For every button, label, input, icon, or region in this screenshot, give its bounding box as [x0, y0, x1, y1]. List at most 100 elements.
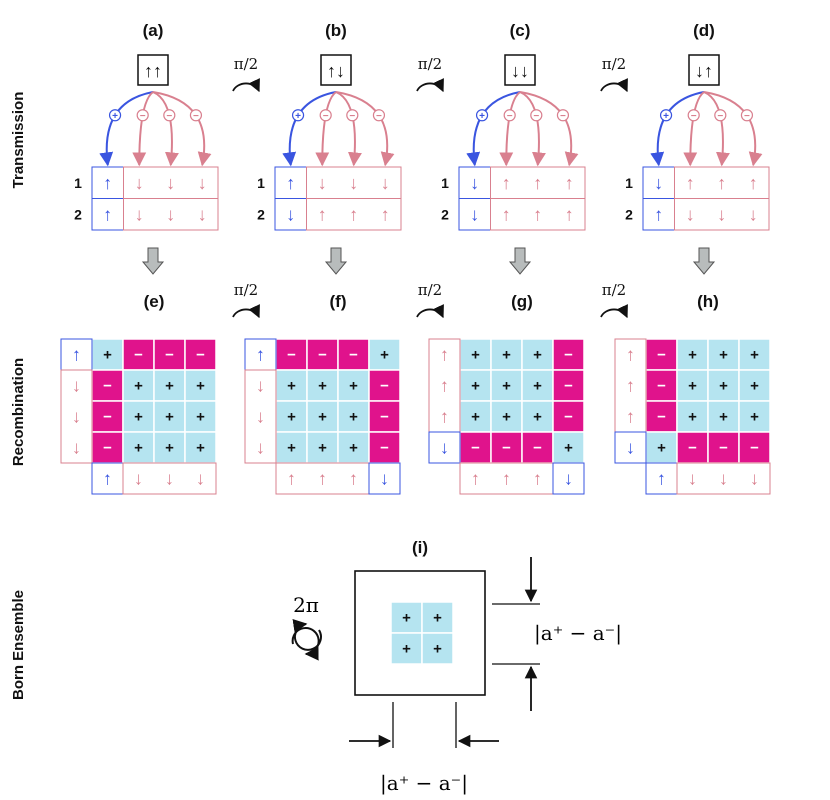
- plus-cell: [676, 369, 709, 402]
- minus-cell: [490, 431, 523, 464]
- rotation-label: π/2: [418, 55, 442, 73]
- row-number-2: 2: [74, 207, 82, 223]
- svg-text:−: −: [193, 111, 199, 122]
- plus-cell: [153, 431, 186, 464]
- row-number-2: 2: [257, 207, 265, 223]
- plus-sign: +: [688, 378, 697, 395]
- minus-cell: [552, 369, 585, 402]
- down-arrow-icon: ↓: [198, 205, 207, 225]
- minus-sign: −: [719, 440, 728, 457]
- minus-sign: −: [134, 347, 143, 364]
- plus-sign: +: [318, 440, 327, 457]
- minus-sign-icon: [687, 109, 700, 122]
- up-arrow-icon: ↑: [349, 205, 358, 225]
- spin-box-label: ↓↑: [695, 61, 713, 81]
- rotation-recombination-1: π/2: [416, 281, 444, 319]
- minus-sign: −: [657, 347, 666, 364]
- rotation-arrow-icon: [232, 78, 260, 93]
- bottom-source-cell: [552, 462, 585, 495]
- up-arrow-icon: ↑: [256, 345, 265, 365]
- up-arrow-icon: ↑: [381, 205, 390, 225]
- row-number-2: 2: [625, 207, 633, 223]
- row-number-1: 1: [257, 175, 265, 191]
- plus-sign: +: [349, 378, 358, 395]
- up-arrow-icon: ↑: [440, 407, 449, 427]
- plus-sign: +: [433, 641, 442, 658]
- down-arrow-icon: ↓: [256, 407, 265, 427]
- rotation-transmission-2: π/2: [600, 55, 628, 93]
- down-arrow-icon: ↓: [135, 205, 144, 225]
- recombination-panel-h: (h)−+++−+++−++++−−−↑↑↑↓↑↓↓↓: [614, 292, 771, 495]
- plus-sign: +: [564, 440, 573, 457]
- up-arrow-icon: ↑: [103, 469, 112, 489]
- up-arrow-icon: ↑: [654, 205, 663, 225]
- up-arrow-icon: ↑: [626, 407, 635, 427]
- plus-cell: [390, 601, 423, 634]
- minus-sign: −: [196, 347, 205, 364]
- plus-sign: +: [287, 440, 296, 457]
- minus-sign-icon: [530, 109, 543, 122]
- rotation-arrow-icon: [600, 304, 628, 319]
- recombination-panel-g: (g)+++−+++−+++−−−−+↑↑↑↓↑↑↑↓: [428, 292, 585, 495]
- plus-sign: +: [688, 409, 697, 426]
- down-arrow-icon: ↓: [717, 205, 726, 225]
- plus-sign: +: [287, 409, 296, 426]
- minus-sign: −: [103, 440, 112, 457]
- down-arrow-icon: ↓: [256, 376, 265, 396]
- negative-path-arrow: [335, 91, 362, 167]
- up-arrow-icon: ↑: [686, 173, 695, 193]
- plus-sign: +: [287, 378, 296, 395]
- down-arrow-icon: ↓: [749, 205, 758, 225]
- up-arrow-icon: ↑: [471, 469, 480, 489]
- down-arrow-icon: ↓: [72, 376, 81, 396]
- plus-cell: [306, 400, 339, 433]
- spin-box-label: ↑↓: [327, 61, 345, 81]
- bottom-group-cell: [122, 462, 217, 495]
- rotation-arrow-icon: [416, 78, 444, 93]
- full-rotation-label: 2π: [293, 593, 319, 617]
- plus-cell: [421, 632, 454, 665]
- plus-sign: +: [196, 440, 205, 457]
- transmission-panel-a: (a)↑↑+−−−↑↓↓↓↑↓↓↓12: [74, 21, 219, 275]
- up-arrow-icon: ↑: [72, 345, 81, 365]
- rotation-arrow-icon: [600, 78, 628, 93]
- up-arrow-icon: ↑: [533, 173, 542, 193]
- minus-sign: −: [564, 409, 573, 426]
- minus-cell: [552, 400, 585, 433]
- plus-sign: +: [196, 409, 205, 426]
- up-arrow-icon: ↑: [626, 376, 635, 396]
- panel-label-i: (i): [412, 538, 428, 557]
- left-group-cell: [60, 369, 93, 464]
- minus-sign: −: [657, 409, 666, 426]
- plus-sign-icon: [108, 109, 122, 122]
- minus-sign-icon: [714, 109, 727, 122]
- plus-cell: [368, 338, 401, 371]
- plus-sign: +: [134, 440, 143, 457]
- bottom-source-cell: [368, 462, 401, 495]
- up-arrow-icon: ↑: [103, 173, 112, 193]
- svg-text:−: −: [140, 111, 146, 122]
- down-arrow-icon: ↓: [750, 469, 759, 489]
- svg-text:+: +: [112, 111, 118, 122]
- plus-sign: +: [165, 378, 174, 395]
- plus-sign: +: [349, 409, 358, 426]
- plus-sign: +: [402, 610, 411, 627]
- up-arrow-icon: ↑: [626, 345, 635, 365]
- minus-sign: −: [688, 440, 697, 457]
- svg-text:+: +: [295, 111, 301, 122]
- down-arrow-icon: ↓: [688, 469, 697, 489]
- row-label-born-ensemble: Born Ensemble: [10, 590, 27, 700]
- plus-cell: [153, 369, 186, 402]
- svg-text:−: −: [744, 111, 750, 122]
- up-arrow-icon: ↑: [318, 205, 327, 225]
- minus-sign: −: [103, 409, 112, 426]
- down-arrow-icon: ↓: [72, 407, 81, 427]
- panel-label: (h): [697, 292, 719, 311]
- row-number-2: 2: [441, 207, 449, 223]
- up-arrow-icon: ↑: [318, 469, 327, 489]
- spin-box-label: ↑↑: [144, 61, 162, 81]
- recombination-panel-e: (e)+−−−−+++−+++−+++↑↓↓↓↑↓↓↓: [60, 292, 217, 495]
- plus-sign-icon: [659, 109, 673, 122]
- plus-sign: +: [688, 347, 697, 364]
